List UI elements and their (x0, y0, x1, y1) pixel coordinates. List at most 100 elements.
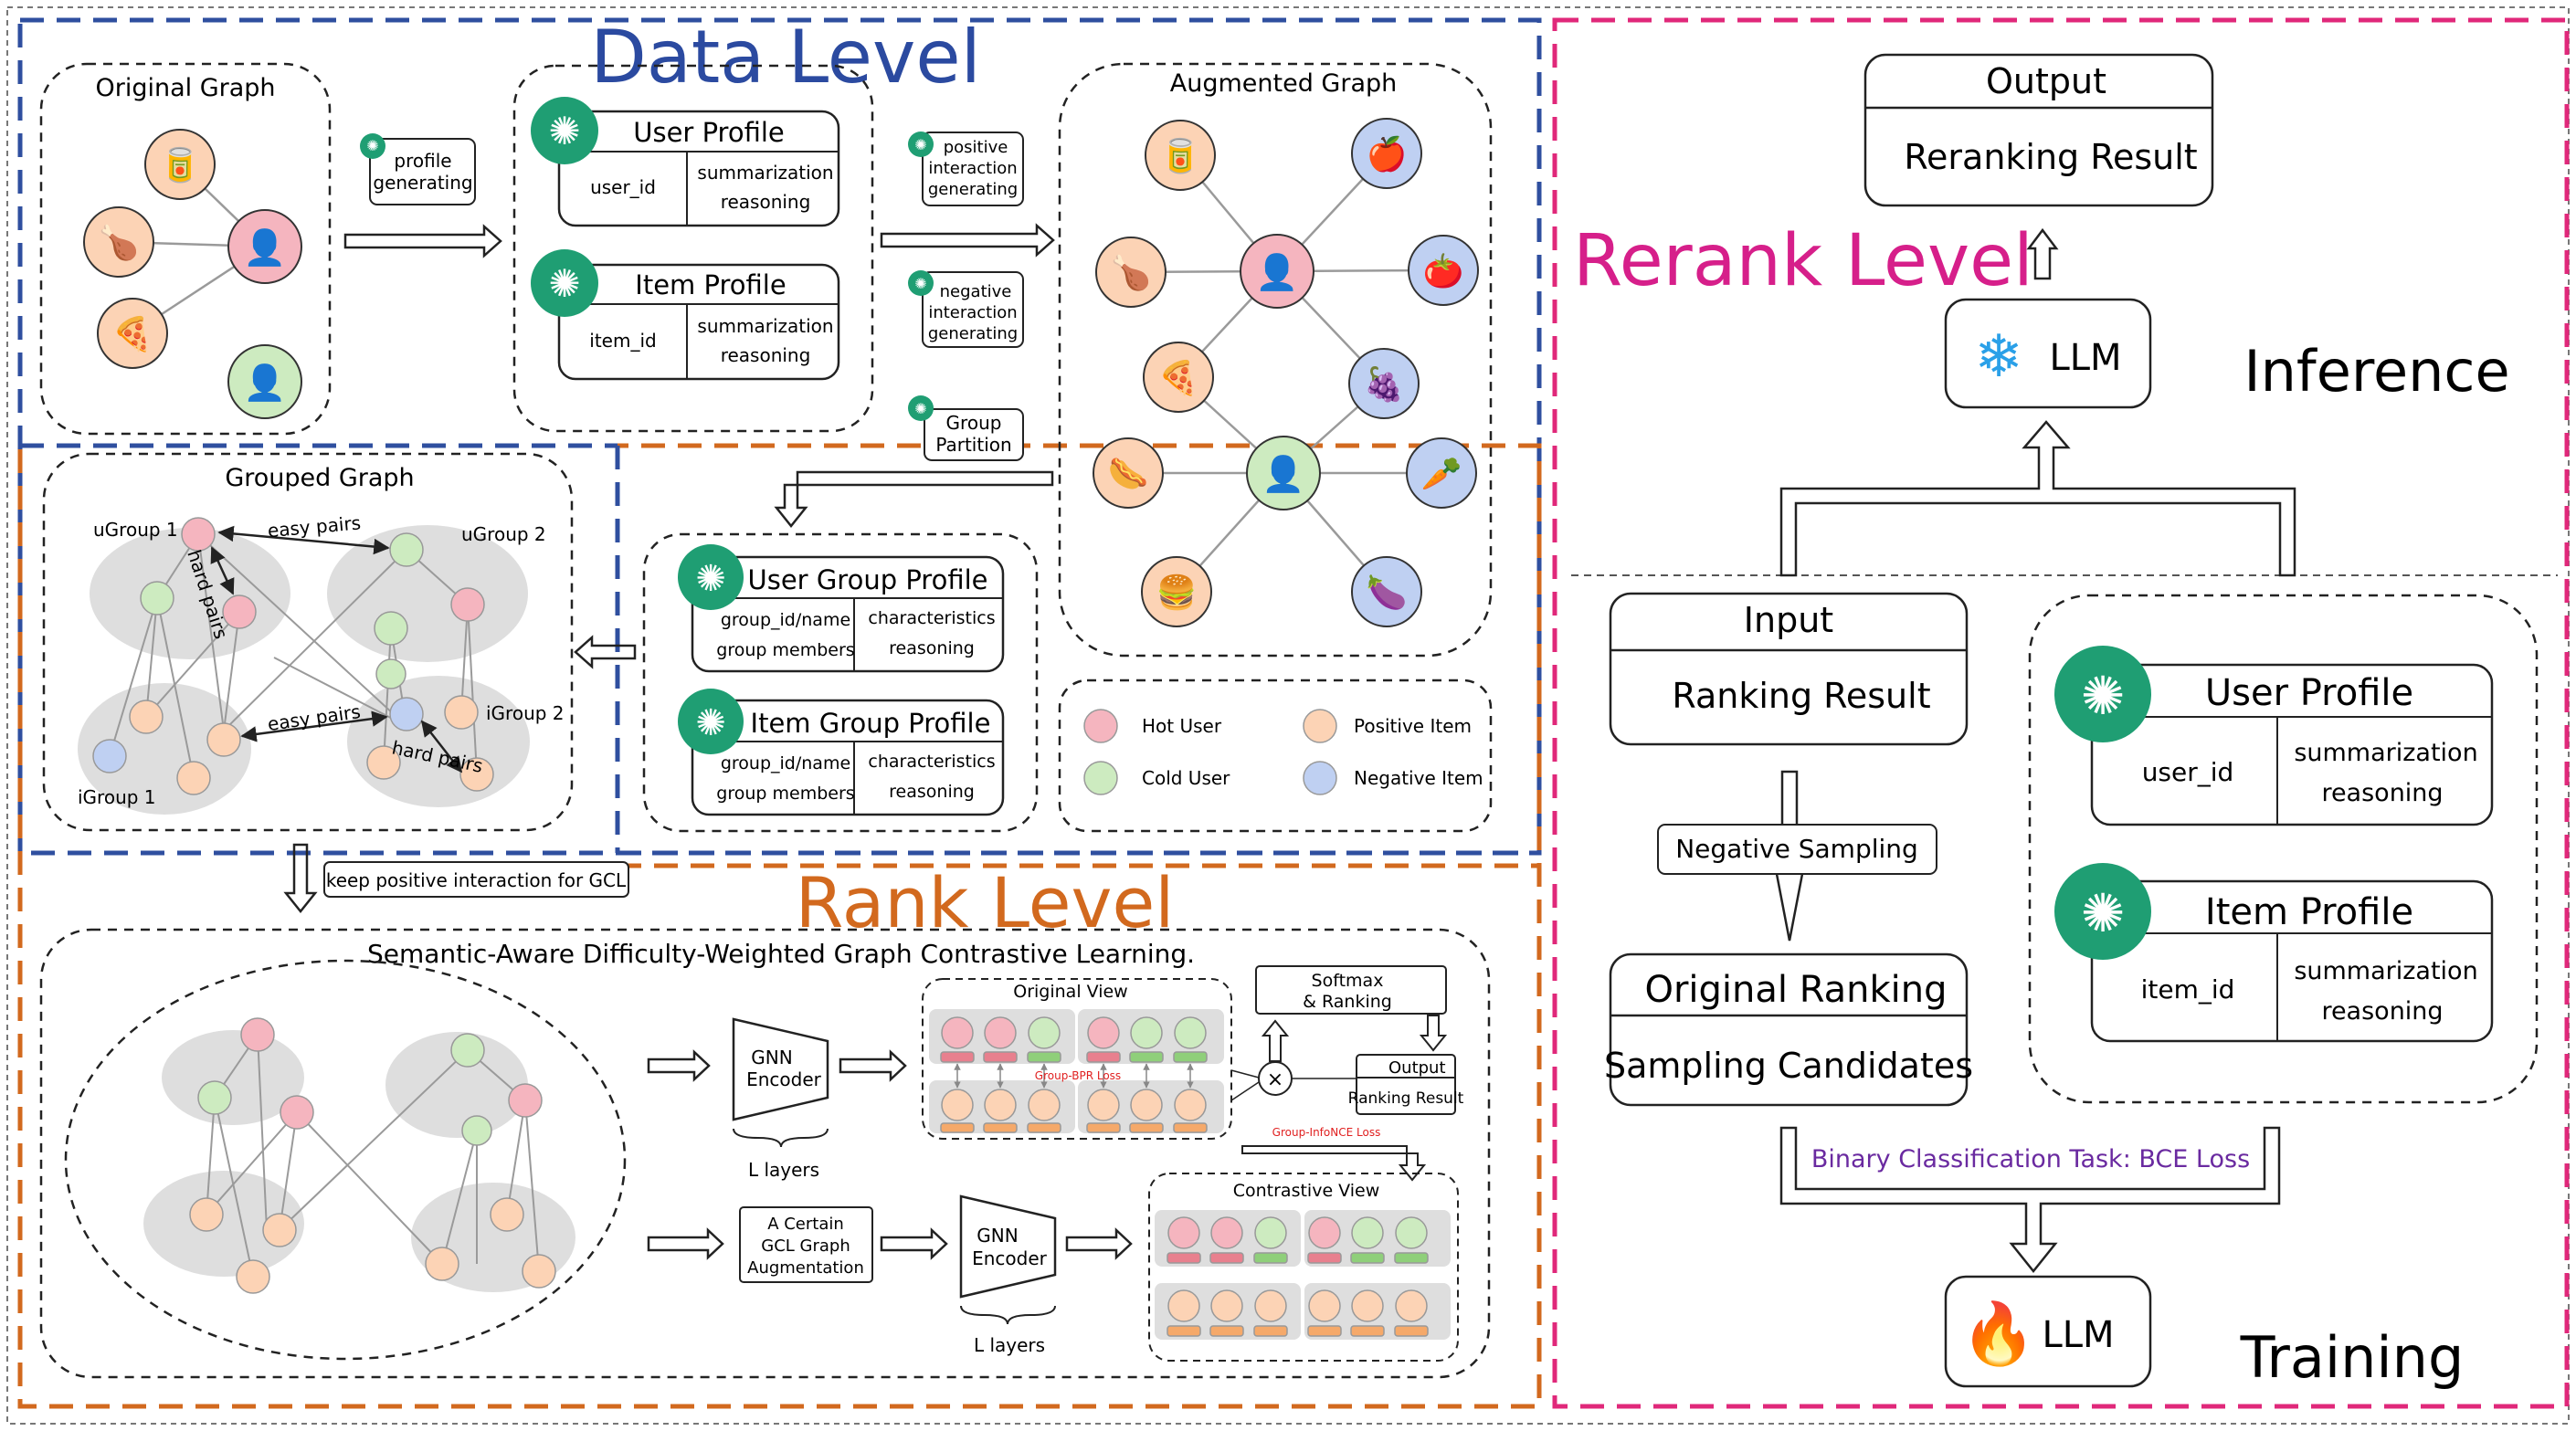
positive-item-node (459, 757, 494, 792)
svg-text:reasoning: reasoning (2321, 779, 2443, 807)
svg-text:generating: generating (928, 324, 1018, 343)
positive-item-node (189, 1197, 224, 1232)
augmented-graph-panel (1058, 62, 1493, 658)
svg-text:✺: ✺ (548, 261, 580, 306)
item-node-chicken (1095, 237, 1167, 308)
legend-negative-item: Negative Item (1354, 767, 1483, 789)
svg-text:summarization: summarization (697, 162, 833, 184)
ugroup-2-label: uGroup 2 (461, 523, 546, 545)
grouped-graph-nodes (92, 517, 494, 795)
negative-item-node-tomato (1408, 235, 1479, 306)
cold-user-node (227, 344, 302, 419)
arrow-to-augmentation (647, 1227, 724, 1260)
svg-text:& Ranking: & Ranking (1303, 992, 1392, 1012)
svg-text:✺: ✺ (695, 702, 726, 744)
hot-user-node (1240, 234, 1314, 309)
svg-text:Softmax: Softmax (1312, 971, 1384, 991)
svg-text:Item Group Profile: Item Group Profile (751, 708, 991, 739)
legend: Hot User Positive Item Cold User Negativ… (1083, 709, 1483, 795)
original-graph-title: Original Graph (95, 74, 275, 102)
svg-text:item_id: item_id (589, 330, 656, 352)
svg-text:interaction: interaction (928, 303, 1017, 322)
svg-text:🥕: 🥕 (1421, 456, 1462, 493)
item-profile-card: Item Profile item_id summarization reaso… (557, 263, 840, 381)
svg-text:generating: generating (373, 172, 472, 194)
svg-text:👤: 👤 (243, 227, 286, 268)
rerank-output-box: Output Reranking Result (1863, 53, 2214, 207)
data-level-title: Data Level (590, 15, 981, 100)
svg-text:GCL Graph: GCL Graph (761, 1236, 850, 1256)
times-node: × (1258, 1061, 1293, 1096)
svg-text:🍔: 🍔 (1156, 573, 1198, 612)
negative-item-node-eggplant (1351, 556, 1422, 627)
easy-pairs-top-label: easy pairs (267, 511, 362, 542)
legend-panel (1058, 679, 1493, 833)
double-arrow-to-profiles (343, 224, 502, 258)
svg-text:User Group Profile: User Group Profile (748, 564, 988, 595)
svg-text:🍇: 🍇 (1364, 365, 1405, 404)
svg-text:🍕: 🍕 (112, 315, 153, 353)
svg-text:group members: group members (716, 784, 854, 804)
svg-text:GNN: GNN (977, 1225, 1018, 1247)
svg-text:item_id: item_id (2141, 974, 2235, 1005)
gcl-title: Semantic-Aware Difficulty-Weighted Graph… (367, 939, 1195, 969)
svg-text:group_id/name: group_id/name (721, 753, 850, 773)
svg-text:Output: Output (1986, 61, 2106, 101)
positive-item-node (129, 700, 164, 734)
gcl-nodes (189, 1017, 556, 1294)
hot-user-node (508, 1083, 543, 1118)
svg-text:summarization: summarization (697, 315, 833, 337)
negative-sampling-box: Negative Sampling (1657, 824, 1937, 875)
svg-text:Input: Input (1744, 600, 1833, 640)
easy-pairs-mid-label: easy pairs (266, 700, 362, 735)
gpt-icon: ✺ (531, 97, 598, 164)
svg-text:negative: negative (940, 282, 1012, 301)
svg-text:✺: ✺ (914, 136, 926, 153)
augmented-graph-glyphs: 🥫 🍎 🍗 👤 🍅 🍕 🍇 🌭 👤 🥕 🍔 🍆 (1108, 134, 1464, 612)
negative-item-node-carrot (1406, 437, 1477, 509)
arrow-to-contrastive-view (1065, 1227, 1133, 1260)
svg-text:🍗: 🍗 (1111, 254, 1152, 292)
svg-text:Negative Sampling: Negative Sampling (1675, 834, 1918, 864)
legend-swatch-negative-item (1303, 761, 1337, 795)
legend-cold-user: Cold User (1142, 767, 1230, 789)
svg-text:✺: ✺ (2081, 882, 2126, 944)
positive-item-node (262, 1213, 297, 1247)
original-ranking-box: Original Ranking Sampling Candidates (1604, 952, 1973, 1107)
svg-text:reasoning: reasoning (889, 782, 975, 802)
augmented-graph-nodes (1093, 118, 1479, 627)
svg-text:Output: Output (1388, 1058, 1446, 1078)
svg-text:✺: ✺ (2081, 665, 2126, 727)
svg-text:positive: positive (944, 138, 1008, 157)
softmax-ranking-box: Softmax & Ranking (1255, 965, 1447, 1015)
profiles-panel (512, 64, 874, 433)
svg-text:summarization: summarization (2294, 957, 2477, 985)
gnn-encoder-bottom: GNN Encoder L layers (959, 1194, 1057, 1356)
item-node-burger (1141, 556, 1212, 627)
original-graph-nodes: 🥫 🍗 🍕 👤 👤 (83, 129, 302, 419)
hot-user-node (280, 1095, 314, 1130)
inference-label: Inference (2243, 338, 2509, 405)
snowflake-icon: ❄ (1974, 323, 2023, 391)
cold-user-node (374, 611, 408, 646)
gcl-edges (206, 1034, 540, 1278)
rank-output-box: Output Ranking Result (1348, 1054, 1464, 1115)
cold-user-node (1246, 436, 1321, 510)
svg-text:reasoning: reasoning (721, 344, 811, 366)
rerank-level-frame (1552, 17, 2570, 1409)
user-profile-card: User Profile user_id summarization reaso… (557, 110, 840, 227)
group-bpr-loss-label: Group-BPR Loss (1035, 1069, 1121, 1082)
svg-text:✺: ✺ (914, 400, 926, 417)
svg-text:Encoder: Encoder (746, 1068, 822, 1090)
cold-user-node (140, 581, 174, 616)
svg-text:L layers: L layers (974, 1334, 1045, 1356)
up-arrow-to-softmax (1261, 1019, 1290, 1062)
legend-swatch-cold-user (1083, 761, 1118, 795)
keep-positive-box: keep positive interaction for GCL (323, 861, 629, 898)
legend-positive-item: Positive Item (1354, 715, 1472, 737)
negative-item-node-apple (1351, 118, 1422, 189)
grouped-graph-panel (42, 452, 574, 832)
training-label: Training (2240, 1324, 2465, 1391)
negative-item-node-grapes (1348, 348, 1420, 419)
positive-item-node (206, 722, 241, 757)
